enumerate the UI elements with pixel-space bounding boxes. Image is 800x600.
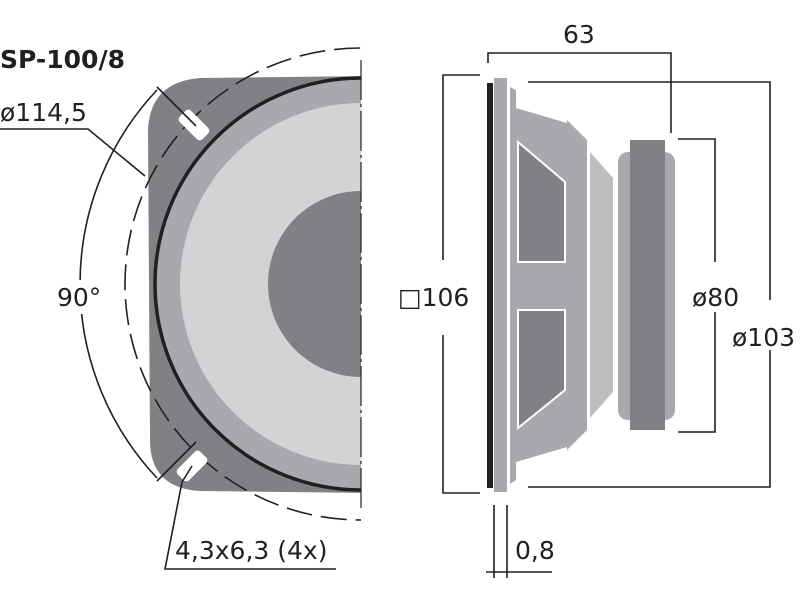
slot-label: 4,3x6,3 (4x) <box>175 536 327 565</box>
angle-leader-bottom <box>156 441 197 482</box>
gasket <box>487 83 493 488</box>
cutout-dim-line <box>528 81 771 488</box>
mount-circle-label: ø114,5 <box>0 98 87 127</box>
dust-cap <box>268 191 361 377</box>
angle-label: 90° <box>57 283 101 312</box>
side-view <box>487 78 675 492</box>
cutout-label: ø103 <box>732 323 795 352</box>
magnet-dim-line <box>678 138 716 433</box>
cone-back <box>590 152 613 418</box>
magnet <box>630 140 665 430</box>
frame-dim-line <box>442 74 480 494</box>
slot-leader <box>164 465 336 570</box>
model-title: SP-100/8 <box>0 45 125 74</box>
depth-dim-line <box>487 52 672 133</box>
basket-window <box>517 139 566 263</box>
basket-window <box>517 309 566 431</box>
flange-dim-line <box>486 505 552 578</box>
flange <box>494 78 507 492</box>
flange-label: 0,8 <box>515 536 555 565</box>
angle-leader-top <box>156 86 197 127</box>
magnet-label: ø80 <box>692 283 739 312</box>
depth-label: 63 <box>563 20 595 49</box>
mounting-circle <box>124 47 361 521</box>
mount-circle-leader <box>0 128 146 177</box>
frame-label: □106 <box>398 283 469 312</box>
front-view <box>124 47 361 521</box>
